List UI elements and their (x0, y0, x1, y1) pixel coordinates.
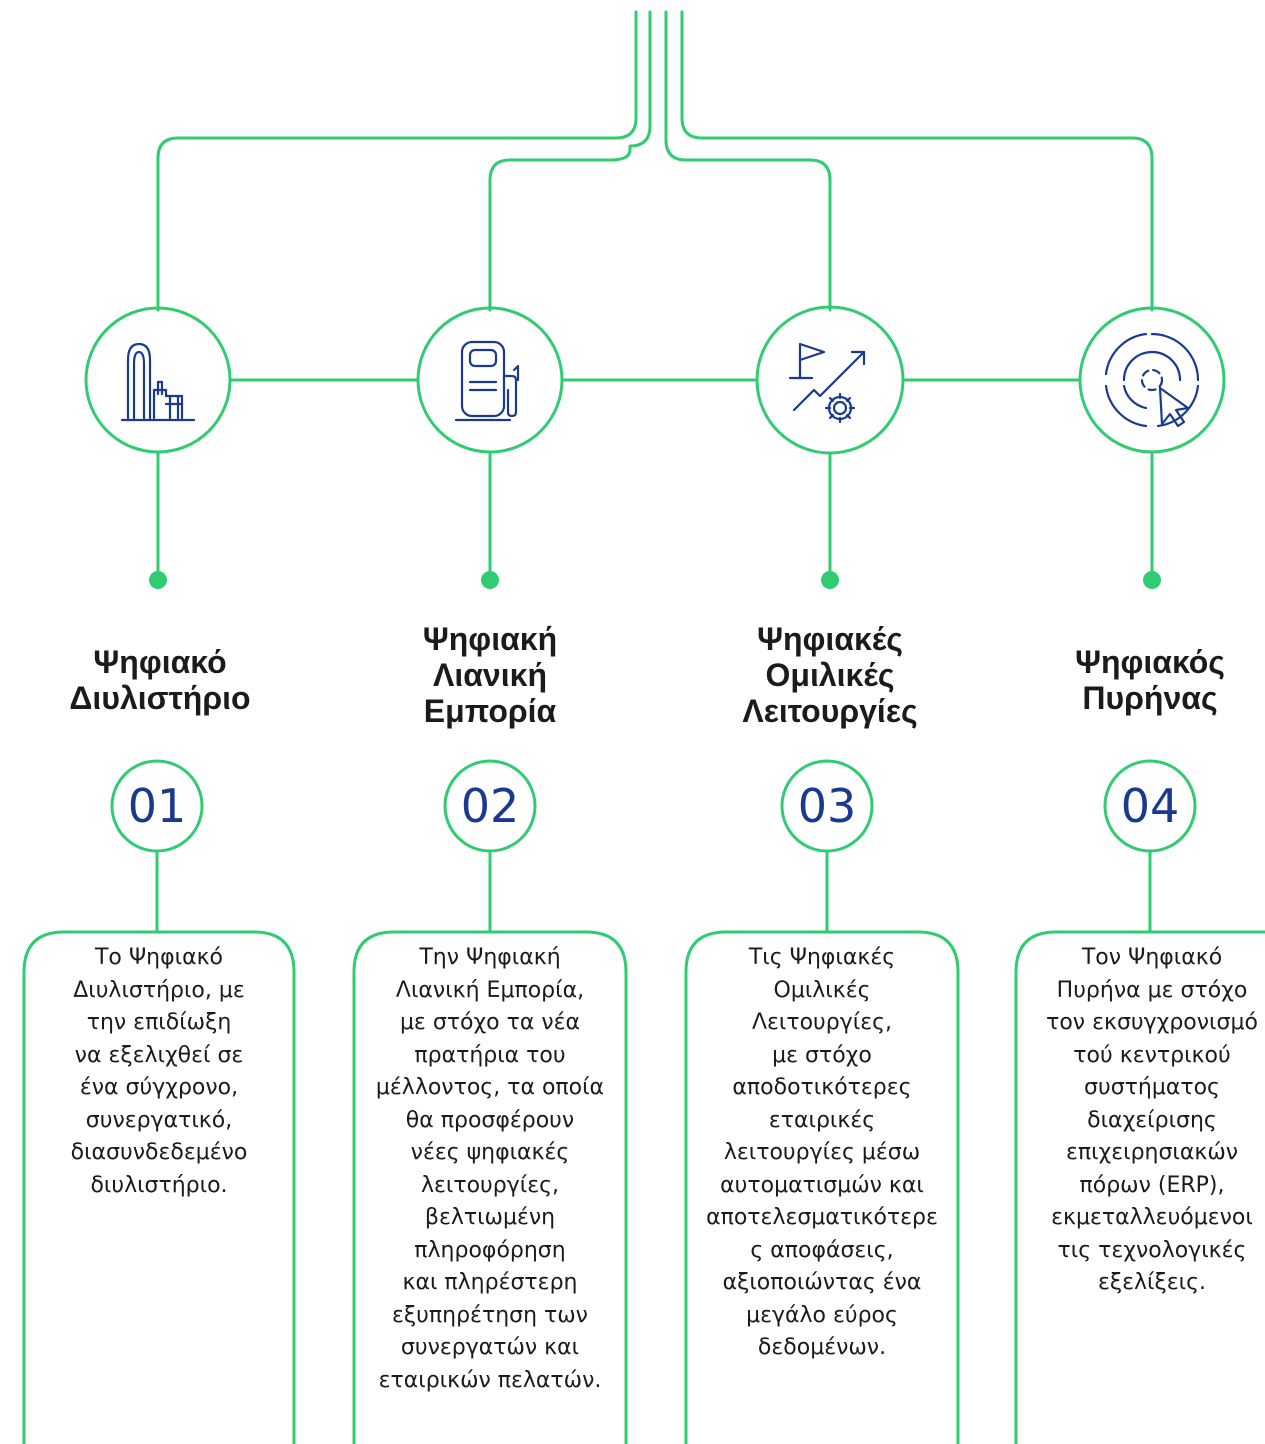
title-digital-refinery: Ψηφιακό Διυλιστήριο (69, 644, 251, 716)
box-1 (22, 930, 296, 1444)
number-03: 03 (797, 779, 857, 833)
flag-growth-gear-icon (780, 330, 880, 430)
box-2 (352, 930, 628, 1444)
title-digital-core: Ψηφιακός Πυρήνας (1075, 644, 1225, 716)
description-4: Τον Ψηφιακό Πυρήνα με στόχο τον εκσυγχρο… (1046, 945, 1258, 1295)
trunk-line-4 (680, 10, 1154, 312)
number-01: 01 (127, 779, 187, 833)
number-04: 04 (1120, 779, 1180, 833)
dot-4 (1143, 571, 1161, 589)
trunk-line-1 (156, 10, 638, 312)
trunk-line-2 (488, 10, 652, 312)
description-3: Τις Ψηφιακές Ομιλικές Λειτουργίες, με στ… (706, 945, 938, 1360)
description-2: Την Ψηφιακή Λιανική Εμπορία, με στόχο τα… (375, 945, 605, 1393)
box-4 (1014, 930, 1265, 1444)
number-02: 02 (460, 779, 520, 833)
trunk-line-3 (664, 10, 832, 312)
description-1: Το Ψηφιακό Διυλιστήριο, με την επιδίωξη … (70, 945, 248, 1198)
fuel-pump-icon (440, 330, 540, 430)
dot-1 (149, 571, 167, 589)
dot-3 (821, 571, 839, 589)
title-digital-group-operations: Ψηφιακές Ομιλικές Λειτουργίες (742, 621, 918, 729)
title-digital-retail: Ψηφιακή Λιανική Εμπορία (422, 621, 558, 729)
target-cursor-icon (1102, 330, 1202, 430)
refinery-icon (108, 330, 208, 430)
box-3 (684, 930, 960, 1444)
dot-2 (481, 571, 499, 589)
